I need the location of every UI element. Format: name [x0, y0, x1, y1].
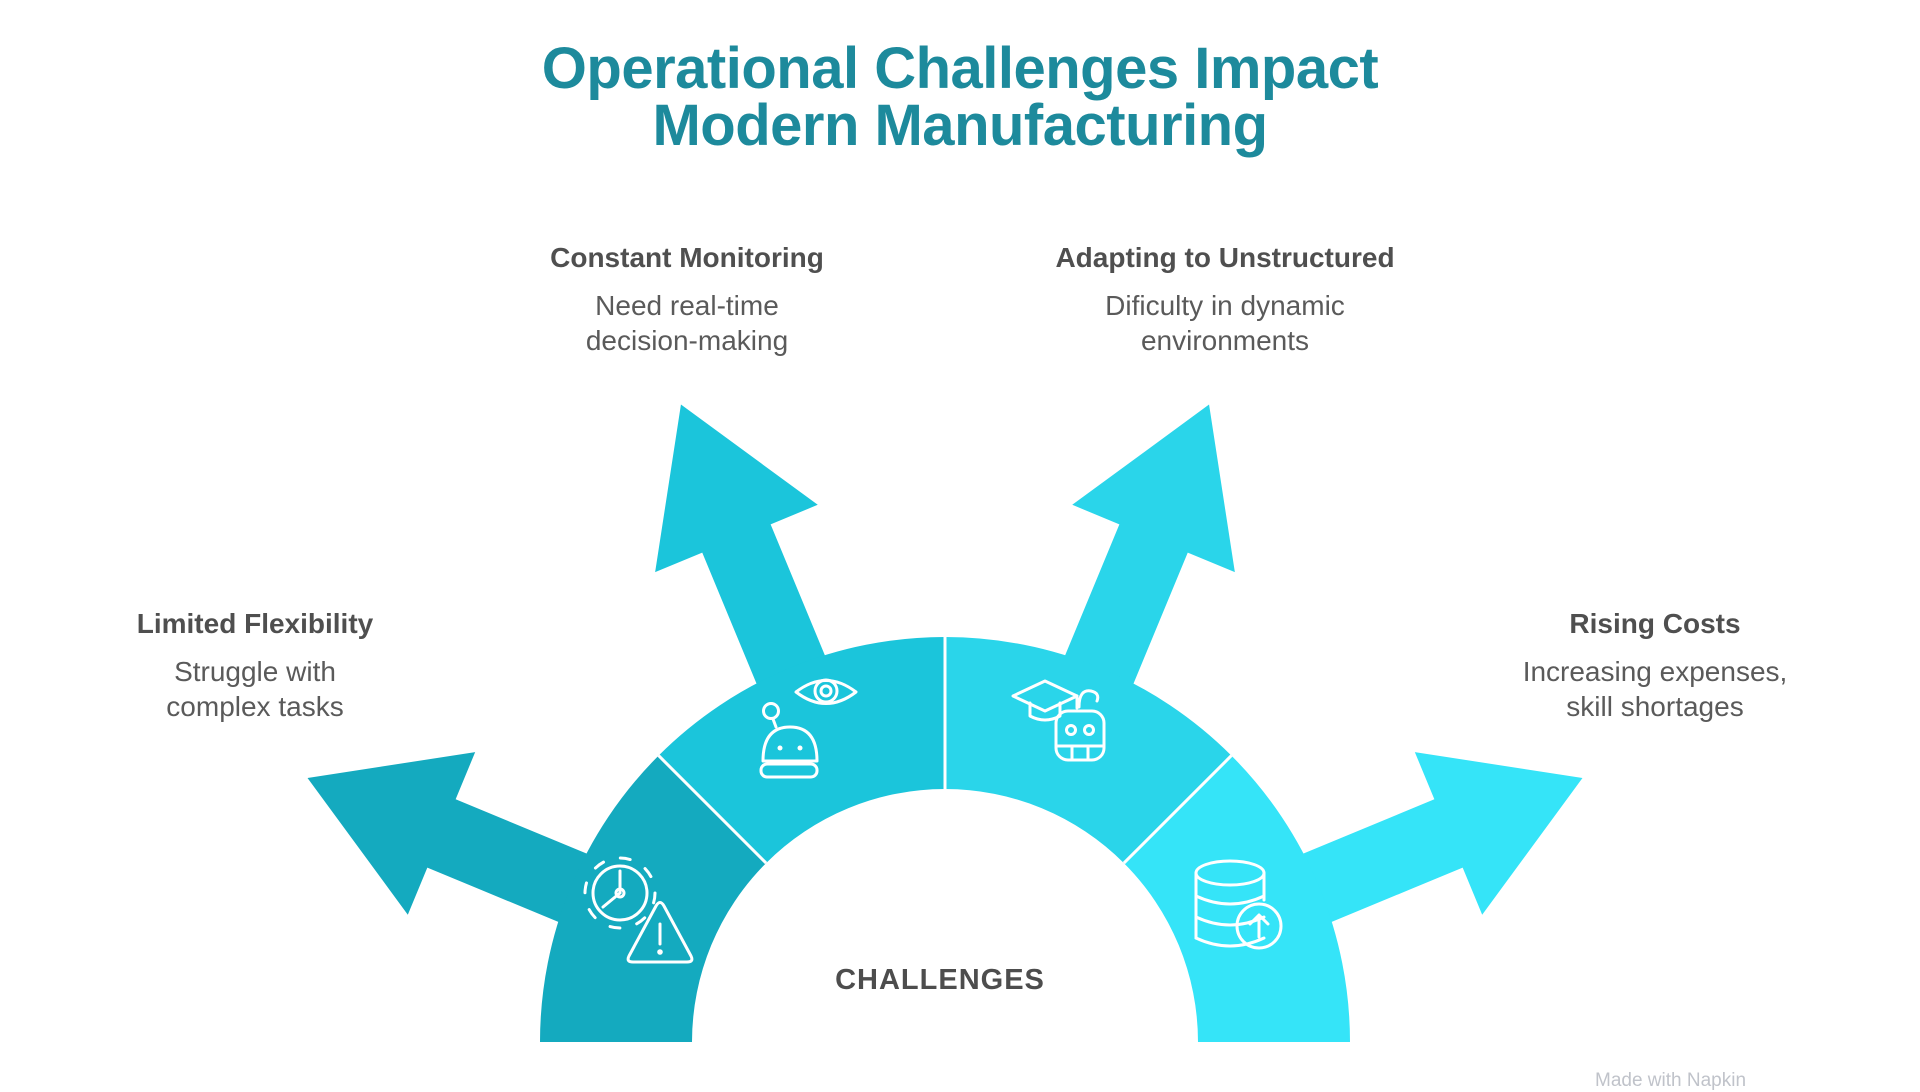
center-label: CHALLENGES — [835, 964, 1045, 996]
callout-desc-line2: environments — [1140, 325, 1310, 356]
callout-description: Need real-time decision-making — [437, 288, 937, 358]
gear-teeth — [583, 856, 657, 930]
antenna-stem — [771, 717, 778, 729]
robot-eye-left — [1065, 724, 1077, 736]
callout-desc-line1: Dificulty in dynamic — [1105, 290, 1345, 321]
robot-eye-left — [777, 745, 783, 751]
callout-rising-costs: Rising Costs Increasing expenses, skill … — [1420, 608, 1890, 724]
divider-3-4 — [1122, 754, 1233, 865]
robot-dome — [761, 725, 819, 763]
eye-iris — [813, 678, 839, 704]
upload-arrow — [1248, 913, 1270, 939]
gauge-hub — [614, 887, 626, 899]
robot-eye-right — [797, 745, 803, 751]
database-disk-line-1 — [1194, 894, 1266, 906]
antenna-ball — [762, 702, 780, 720]
callout-heading: Limited Flexibility — [136, 608, 374, 639]
page-title-line2: Modern Manufacturing — [652, 93, 1268, 158]
robot-head — [1054, 709, 1106, 762]
warning-triangle — [626, 901, 694, 964]
segment-dividers — [657, 637, 1233, 865]
database-disk-line-3 — [1194, 936, 1266, 948]
eye-pupil — [819, 684, 833, 698]
callout-desc-line1: Struggle with — [174, 656, 336, 687]
robot-eye-right — [1083, 724, 1095, 736]
callout-desc-line1: Need real-time — [595, 290, 779, 321]
gear-warning-icon — [583, 856, 694, 964]
callout-desc-line1: Increasing expenses, — [1522, 656, 1788, 687]
adapting-arrow — [1040, 404, 1235, 743]
rising-costs-segment — [1123, 755, 1350, 1042]
robot-eye-icon — [759, 678, 858, 779]
robot-mouth-grid — [1054, 744, 1106, 762]
callout-desc-line2: skill shortages — [1566, 691, 1744, 722]
constant-monitoring-segment — [658, 637, 945, 864]
database-upload-icon — [1194, 859, 1283, 950]
watermark: Made with Napkin — [1595, 1070, 1747, 1091]
page-title: Operational Challenges Impact Modern Man… — [0, 36, 1920, 158]
callout-description: Dificulty in dynamic environments — [925, 288, 1525, 358]
robot-base — [759, 762, 819, 779]
callout-heading: Adapting to Unstructured — [1055, 242, 1395, 273]
callout-adapting-to-unstructured: Adapting to Unstructured Dificulty in dy… — [925, 242, 1525, 358]
eye-outline — [794, 679, 858, 705]
upload-circle — [1235, 902, 1283, 950]
callout-description: Increasing expenses, skill shortages — [1420, 654, 1890, 724]
callout-description: Struggle with complex tasks — [35, 654, 475, 724]
callout-limited-flexibility: Limited Flexibility Struggle with comple… — [35, 608, 475, 724]
rising-costs-arrow — [1244, 752, 1583, 947]
callout-heading: Rising Costs — [1569, 608, 1741, 639]
divider-1-2 — [657, 754, 768, 865]
warning-exclamation-dot — [657, 949, 663, 955]
callout-constant-monitoring: Constant Monitoring Need real-time decis… — [437, 242, 937, 358]
page-title-line1: Operational Challenges Impact — [541, 36, 1379, 101]
callout-desc-line2: decision-making — [585, 325, 789, 356]
gauge-dial — [591, 864, 649, 922]
limited-flexibility-arrow — [307, 752, 646, 947]
robot-hook-antenna — [1077, 689, 1100, 709]
callout-heading: Constant Monitoring — [550, 242, 824, 273]
callout-desc-line2: complex tasks — [166, 691, 344, 722]
constant-monitoring-arrow — [655, 404, 850, 743]
graduation-robot-icon — [1011, 679, 1106, 762]
